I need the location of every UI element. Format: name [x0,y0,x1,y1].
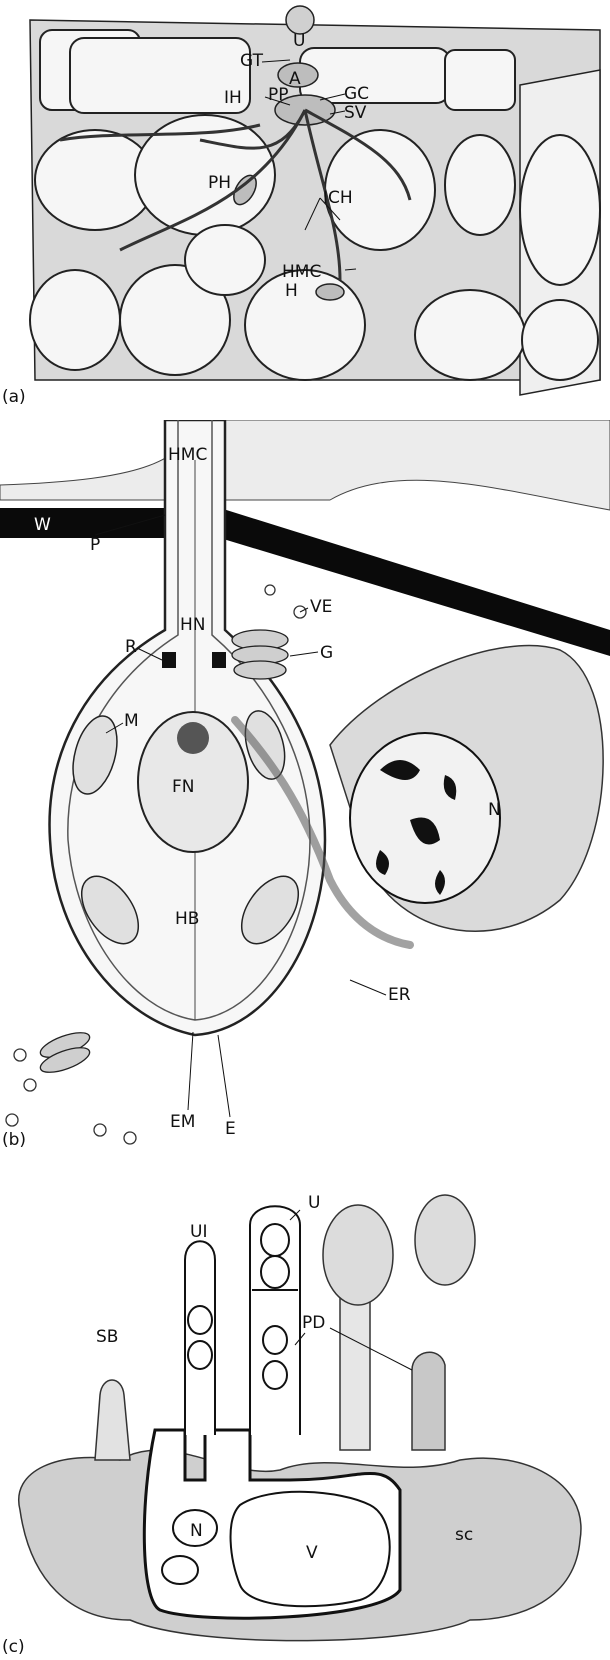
label-gc: GC [344,84,369,104]
label-sb: SB [96,1327,118,1347]
label-m: M [124,711,139,731]
label-n: N [190,1521,203,1541]
panel-a: U GT A IH PP GC SV PH ICH HMC H (a) [0,0,610,410]
label-em: EM [170,1112,195,1132]
label-r: R [125,637,137,657]
label-ih: IH [224,88,242,108]
label-ui: UI [190,1222,207,1242]
label-pp: PP [268,85,289,105]
label-ve: VE [310,597,332,617]
label-p: P [90,535,100,555]
label-hb: HB [175,909,199,929]
panel-b: HMC W P HN VE R G M N FN HB ER EM E (b) [0,420,610,1180]
panel-c-illustration: U UI PD SB N V sc (c) [0,1180,610,1660]
label-h: H [285,281,298,301]
panel-c: U UI PD SB N V sc (c) [0,1180,610,1660]
label-hmc: HMC [282,262,321,282]
label-ich: ICH [323,188,353,208]
panel-c-label: (c) [2,1637,25,1657]
label-gt: GT [240,51,264,71]
label-fn: FN [172,777,195,797]
label-e: E [225,1119,236,1139]
label-pd: PD [302,1313,325,1333]
label-u: U [308,1193,320,1213]
panel-a-label: (a) [2,387,26,407]
label-a: A [289,69,301,89]
label-sv: SV [344,103,367,123]
label-v: V [306,1543,318,1563]
label-ph: PH [208,173,231,193]
label-hn: HN [180,615,206,635]
label-sc: sc [455,1525,473,1545]
panel-a-illustration: U GT A IH PP GC SV PH ICH HMC H (a) [0,0,610,410]
label-n: N [488,800,501,820]
label-w: W [34,515,51,535]
label-u: U [293,31,305,51]
label-er: ER [388,985,411,1005]
label-g: G [320,643,333,663]
panel-b-illustration: HMC W P HN VE R G M N FN HB ER EM E (b) [0,420,610,1180]
panel-b-label: (b) [2,1130,26,1150]
label-hmc: HMC [168,445,207,465]
